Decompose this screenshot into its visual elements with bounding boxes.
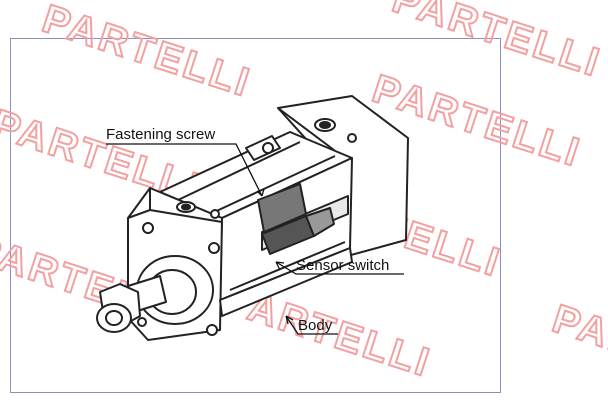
sensor-cable: [305, 207, 335, 237]
front-bolt: [208, 242, 220, 254]
fastening-screw-leader: [106, 143, 263, 197]
rear-bolt: [347, 133, 357, 143]
front-bolt: [137, 317, 147, 327]
barrel-bottom: [219, 247, 353, 317]
body-leader: [285, 315, 338, 335]
sensor-switch-leader: [275, 261, 404, 275]
fastening-screw-arrow: [256, 188, 265, 197]
front-cap-edge: [127, 188, 223, 223]
sensor-bracket: [257, 183, 307, 233]
fastening-screw-label: Fastening screw: [106, 126, 215, 143]
watermark-text: PARTELLI: [37, 0, 257, 105]
cylinder-body: [96, 95, 409, 341]
body-arrow: [285, 315, 294, 325]
front-bolt: [206, 324, 218, 336]
front-port-screw: [210, 209, 220, 219]
sensor-switch-label: Sensor switch: [296, 257, 389, 274]
tie-rod: [229, 241, 346, 291]
body-label: Body: [298, 317, 333, 334]
tie-rod: [177, 141, 301, 201]
sensor-switch-arrow: [275, 261, 285, 271]
fastening-screw: [262, 142, 274, 154]
rod-thread: [105, 310, 123, 326]
tie-rod: [209, 155, 336, 215]
watermark-text: PARTELLI: [547, 297, 608, 400]
watermark-text: PARTELLI: [387, 0, 607, 85]
front-bolt: [142, 222, 154, 234]
front-port-hole: [181, 203, 191, 211]
rear-port-hole: [319, 121, 331, 129]
diagram-frame: [10, 38, 501, 393]
leader-lines: [106, 143, 404, 335]
